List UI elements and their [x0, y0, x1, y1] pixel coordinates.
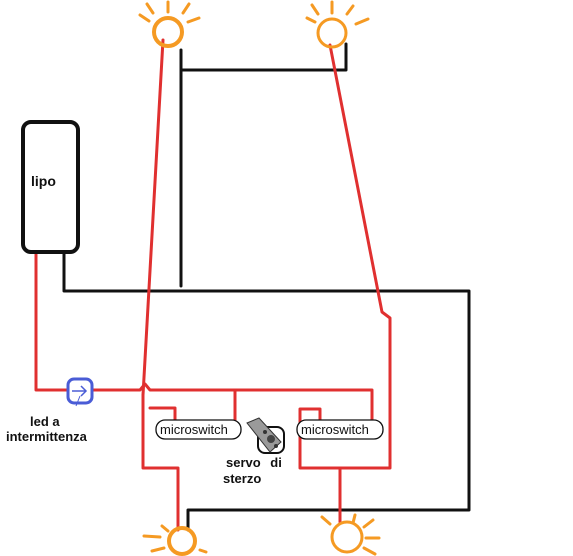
- servo-icon: [246, 417, 285, 454]
- led-label-line1: led a: [30, 414, 60, 429]
- battery-icon: [21, 120, 80, 254]
- negative-wires: [62, 42, 471, 532]
- bulb-bottom-left-icon: [142, 524, 208, 556]
- servo-label-line1: servo di: [226, 455, 282, 470]
- wire-top-bulbs: [179, 42, 348, 72]
- wire-top-right-bulb: [298, 43, 392, 470]
- wire-left-switch: [141, 393, 180, 532]
- wire-led-to-bus: [90, 382, 374, 422]
- wire-battery-positive: [34, 251, 72, 392]
- wire-switch-tap-1: [148, 406, 177, 422]
- microswitch-left-label: microswitch: [160, 422, 228, 437]
- led-label-line2: intermittenza: [6, 429, 87, 444]
- battery-label: lipo: [31, 173, 56, 189]
- microswitch-right-label: microswitch: [301, 422, 369, 437]
- wire-top-left-bulb: [141, 38, 165, 397]
- positive-wires: [34, 38, 392, 532]
- microswitch-right-icon: [296, 419, 384, 440]
- servo-label-line2: sterzo: [223, 471, 262, 486]
- bulb-top-left-icon: [138, 0, 201, 48]
- bulb-bottom-right-icon: [320, 513, 381, 556]
- led-icon: [66, 377, 94, 407]
- bulb-top-right-icon: [305, 0, 370, 49]
- wire-battery-negative: [62, 251, 471, 532]
- microswitch-left-icon: [155, 419, 242, 440]
